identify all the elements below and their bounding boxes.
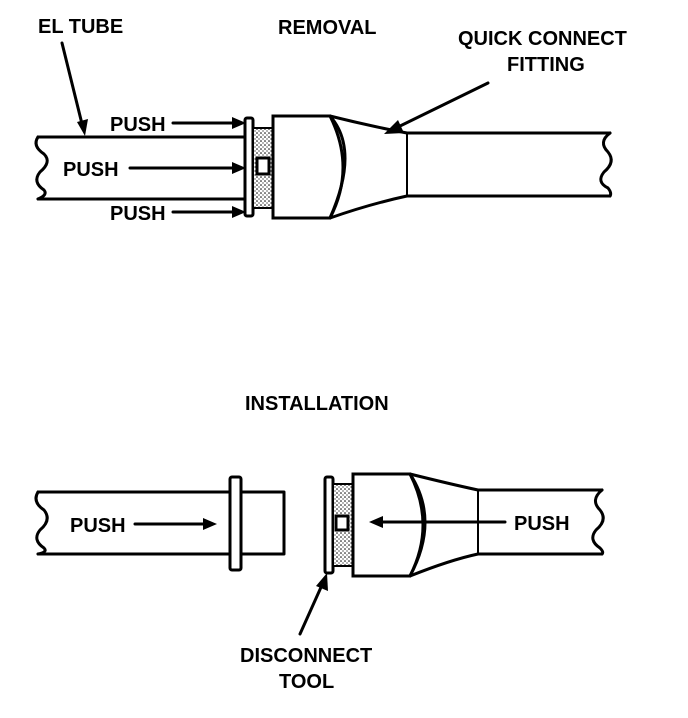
removal-illustration: EL TUBE REMOVAL QUICK CONNECT FITTING PU… [34, 16, 627, 225]
push-arrow-top [171, 117, 246, 129]
disconnect-tool-removal [243, 116, 274, 218]
installation-title: INSTALLATION [245, 393, 389, 415]
push-label-bottom: PUSH [110, 203, 166, 225]
disconnect-tool-label-line1: DISCONNECT [240, 645, 372, 667]
installation-illustration: INSTALLATION [34, 393, 605, 693]
push-label-left: PUSH [70, 515, 126, 537]
quick-connect-label-line1: QUICK CONNECT [458, 28, 627, 50]
quick-connect-leader [384, 81, 490, 134]
el-tube-leader [60, 41, 88, 136]
push-arrow-bottom [171, 206, 246, 218]
el-tube-left [34, 135, 249, 201]
quick-connect-fitting-removal [271, 114, 613, 220]
push-arrow-left [133, 518, 217, 530]
disconnect-tool-leader [298, 573, 328, 636]
quick-connect-fitting-install [351, 472, 605, 578]
push-label-top: PUSH [110, 114, 166, 136]
push-arrow-middle [128, 162, 246, 174]
disconnect-tool-install [323, 475, 354, 575]
el-tube-install [34, 475, 286, 572]
disconnect-tool-label-line2: TOOL [279, 671, 334, 693]
push-label-right: PUSH [514, 513, 570, 535]
push-arrow-right [369, 516, 507, 528]
removal-title: REMOVAL [278, 17, 377, 39]
quick-connect-label-line2: FITTING [507, 54, 585, 76]
el-tube-label: EL TUBE [38, 16, 123, 38]
push-label-middle: PUSH [63, 159, 119, 181]
